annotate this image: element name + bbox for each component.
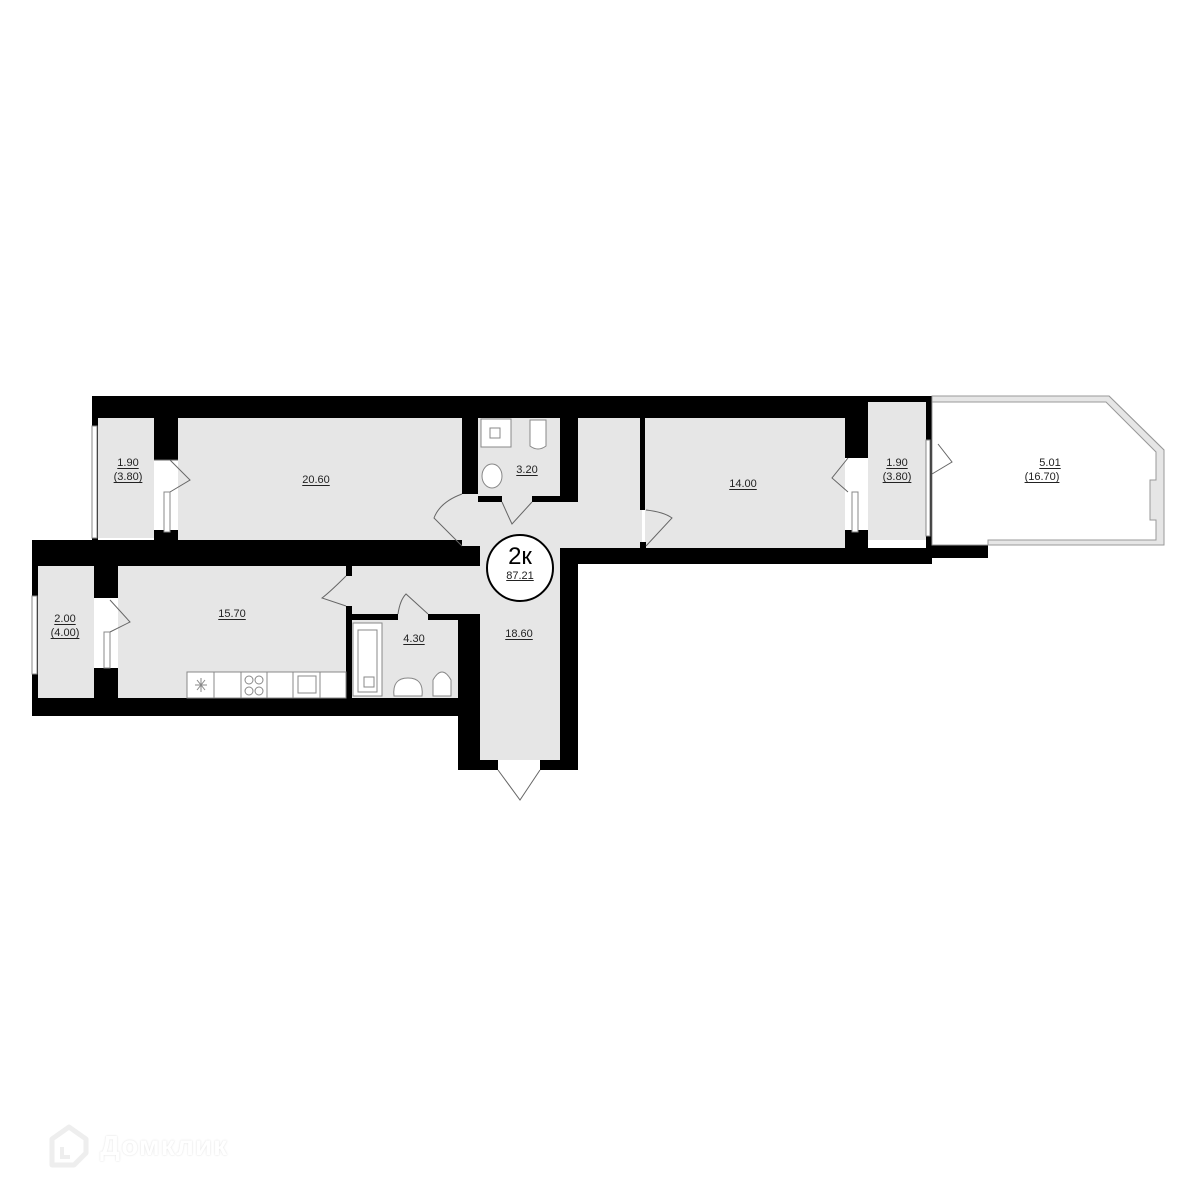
area-value: 4.30 <box>403 633 425 645</box>
room-label-kitchen: 15.70 <box>218 607 246 621</box>
brand-name: Домклик <box>100 1130 229 1161</box>
apartment-total-area: 87.21 <box>506 570 534 582</box>
area-full-value: (3.80) <box>882 471 912 483</box>
room-label-bedroom-2: 14.00 <box>729 477 757 491</box>
area-value: 5.01 <box>1039 457 1061 469</box>
wc-fixtures <box>480 418 547 489</box>
room-label-balcony-left-bottom: 2.00 (4.00) <box>51 612 80 640</box>
wall-kitchen-left-lower <box>94 668 118 698</box>
wall-top <box>92 396 868 418</box>
corridor-mid-floor <box>346 566 480 620</box>
wall-bottom <box>32 698 480 716</box>
window-left-top <box>31 425 931 675</box>
room-label-hallway: 18.60 <box>505 627 533 641</box>
room-label-balcony-right: 1.90 (3.80) <box>883 456 912 484</box>
apartment-type: 2к <box>508 543 532 570</box>
room-label-wc: 3.20 <box>516 463 537 477</box>
area-value: 2.00 <box>54 613 76 625</box>
area-value: 1.90 <box>886 457 908 469</box>
area-value: 1.90 <box>117 457 139 469</box>
wall-hallway-right <box>560 556 578 770</box>
balcony-left-bottom-floor <box>38 558 94 700</box>
bedroom-1-floor <box>178 418 462 558</box>
wall-bedroom1-left <box>154 402 178 460</box>
house-logo-icon <box>49 1124 89 1168</box>
wall-bedroom2-bottom <box>560 548 932 564</box>
kitchen-counter <box>186 671 347 699</box>
wall-hallway-bottom-left <box>462 760 498 770</box>
room-label-terrace: 5.01 (16.70) <box>1023 456 1061 484</box>
wall-kitchen-right-lower <box>346 606 352 698</box>
wall-bedroom2-left <box>640 418 645 510</box>
area-full-value: (4.00) <box>50 627 80 639</box>
balcony-left-top-floor <box>98 402 154 538</box>
room-label-bedroom-1: 20.60 <box>302 473 330 487</box>
wall-kitchen-left <box>94 556 118 598</box>
apartment-type-badge: 2к 87.21 <box>486 534 554 602</box>
wall-kitchen-right <box>346 566 352 576</box>
wall-bath-top-right <box>428 614 480 620</box>
wall-bedroom1-right-stub <box>462 546 480 566</box>
area-value: 15.70 <box>218 608 246 620</box>
wall-bedroom1-right <box>462 418 478 494</box>
bedroom-2-floor <box>645 418 845 548</box>
area-value: 14.00 <box>729 478 757 490</box>
wall-wc-right <box>560 418 578 502</box>
area-full-value: (3.80) <box>113 471 143 483</box>
domclick-watermark: Домклик <box>46 1124 228 1168</box>
area-value: 20.60 <box>302 474 330 486</box>
wall-bedroom2-right-lower <box>845 530 868 550</box>
wall-wc-bottom-right <box>532 496 578 502</box>
balcony-right-floor <box>868 402 926 540</box>
wall-balcony-right-top <box>868 396 932 402</box>
room-label-balcony-left-top: 1.90 (3.80) <box>114 456 143 484</box>
area-value: 18.60 <box>505 628 533 640</box>
area-value: 3.20 <box>516 464 538 476</box>
wall-bath-right <box>458 614 480 770</box>
area-full-value: (16.70) <box>1024 471 1060 483</box>
wall-bedroom2-left-stub <box>640 542 646 550</box>
wall-bath-top-left <box>346 614 398 620</box>
wall-hallway-bottom-right <box>540 760 578 770</box>
room-label-bathroom: 4.30 <box>403 632 424 646</box>
bath-fixtures <box>352 622 452 697</box>
wall-wc-bottom-left <box>478 496 502 502</box>
wall-bedroom2-right <box>845 396 868 458</box>
